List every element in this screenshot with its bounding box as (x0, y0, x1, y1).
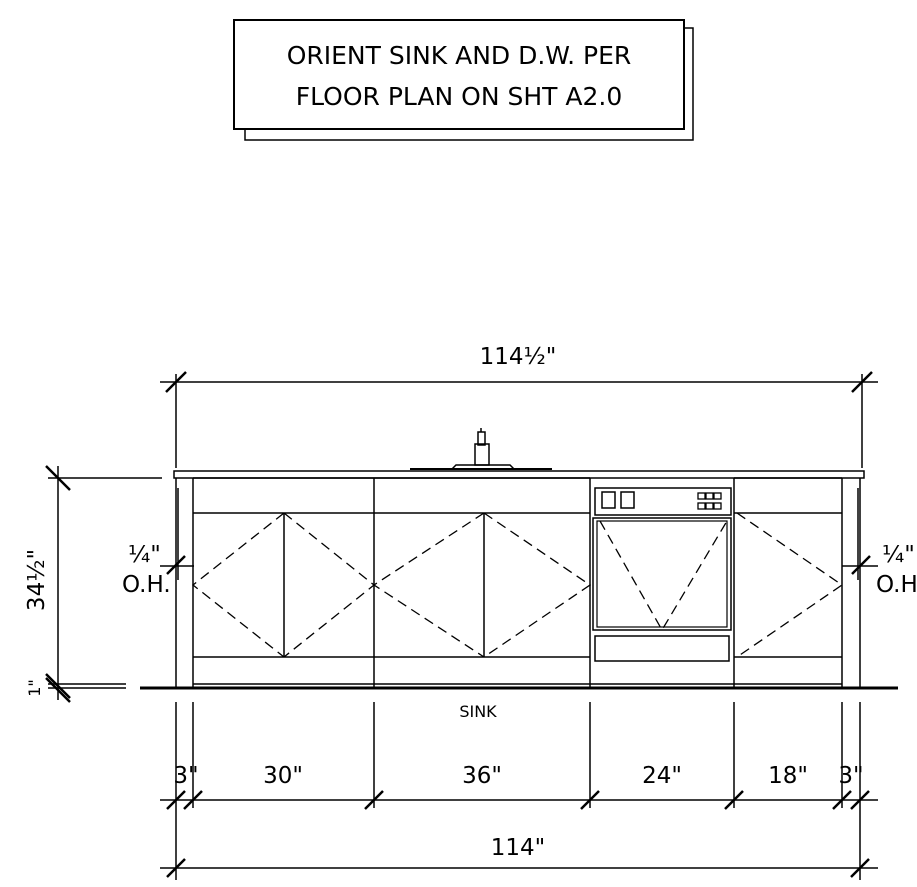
overall-width-dimension-bottom: 114" (160, 835, 878, 878)
segment-label-36: 36" (462, 763, 502, 789)
faucet-icon (410, 428, 552, 470)
segment-label-18: 18" (768, 763, 808, 789)
toe-kick-label: 1" (25, 679, 44, 697)
overall-width-top-label: 114½" (480, 344, 557, 370)
note-line-1: ORIENT SINK AND D.W. PER (287, 41, 632, 70)
segment-label-end-right: 3" (838, 763, 863, 789)
segment-label-30: 30" (263, 763, 303, 789)
right-overhang-callout: ¼" O.H. (842, 542, 917, 598)
right-end-panel (857, 478, 861, 688)
dishwasher-keypad-icon (697, 492, 722, 510)
sink-base-cabinet-36 (372, 477, 592, 658)
left-end-panel (175, 478, 194, 688)
base-cabinet-18 (734, 477, 844, 688)
dishwasher-kick-panel (594, 635, 730, 662)
segment-label-24: 24" (642, 763, 682, 789)
segment-dimension-string: 3" 30" 36" 24" 18" 3" (160, 702, 878, 880)
note-callout: ORIENT SINK AND D.W. PER FLOOR PLAN ON S… (233, 19, 694, 141)
segment-label-end-left: 3" (173, 763, 198, 789)
note-box (233, 19, 685, 130)
overall-width-dimension-top: 114½" (160, 344, 878, 468)
base-cabinet-30 (191, 477, 376, 688)
note-line-2: FLOOR PLAN ON SHT A2.0 (296, 82, 623, 111)
dishwasher-button-icon (620, 491, 635, 509)
height-label: 34½" (24, 549, 50, 611)
dishwasher (589, 478, 735, 688)
dishwasher-door (592, 517, 732, 631)
dishwasher-button-icon (601, 491, 616, 509)
overhang-right-label: O.H. (876, 572, 917, 598)
overall-width-bottom-label: 114" (491, 835, 545, 861)
sink-label: SINK (459, 702, 497, 721)
height-dimension: 34½" 1" (24, 465, 162, 703)
overhang-right-value: ¼" (882, 542, 915, 568)
overhang-left-label: O.H. (122, 572, 171, 598)
overhang-left-value: ¼" (128, 542, 161, 568)
dishwasher-control-panel (594, 487, 732, 516)
left-overhang-callout: ¼" O.H. (122, 542, 194, 598)
countertop (173, 470, 865, 479)
